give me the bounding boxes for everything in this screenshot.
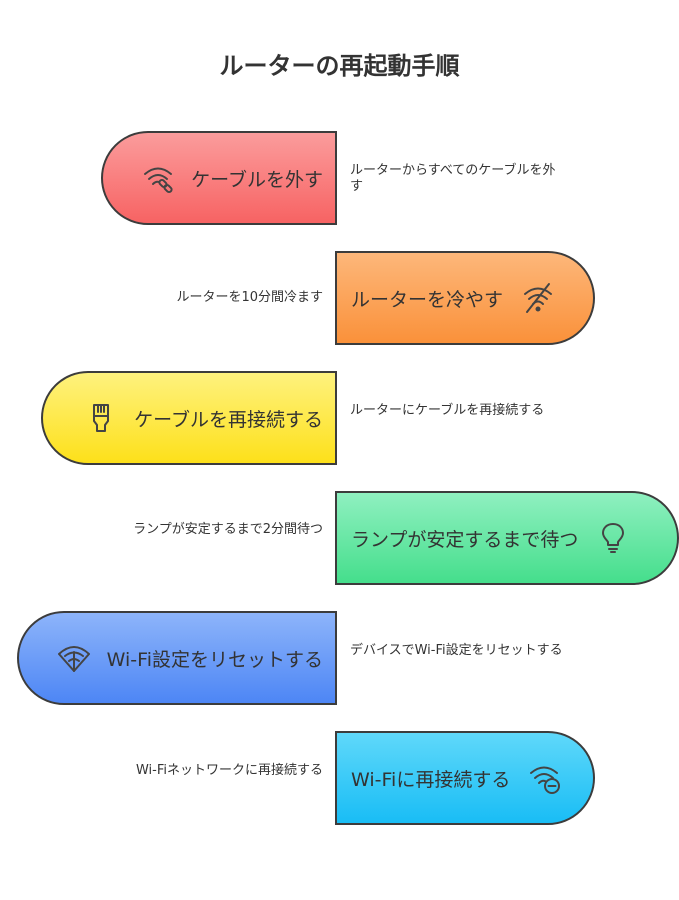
wifi-off-icon	[521, 281, 555, 315]
step-unplug-cables: ケーブルを外す	[101, 131, 337, 225]
step-reset-wifi: Wi-Fi設定をリセットする	[17, 611, 337, 705]
wifi-minus-icon	[528, 761, 562, 795]
step-label: ルーターを冷やす	[351, 288, 504, 311]
step-label: Wi-Fiに再接続する	[351, 768, 511, 791]
step-label: ランプが安定するまで待つ	[351, 528, 579, 551]
step-wait-lights: ランプが安定するまで待つ	[335, 491, 679, 585]
step-description: ランプが安定するまで2分間待つ	[133, 522, 323, 537]
wifi-unlink-icon	[141, 161, 175, 195]
step-label: ケーブルを再接続する	[134, 408, 323, 431]
step-description: Wi-Fiネットワークに再接続する	[135, 763, 323, 778]
step-description: ルーターにケーブルを再接続する	[350, 403, 545, 418]
step-description: ルーターからすべてのケーブルを外す	[350, 163, 556, 194]
step-reconnect-cables: ケーブルを再接続する	[41, 371, 337, 465]
step-reconnect-wifi: Wi-Fiに再接続する	[335, 731, 595, 825]
step-cool-router: ルーターを冷やす	[335, 251, 595, 345]
wifi-router-icon	[57, 641, 91, 675]
step-label: Wi-Fi設定をリセットする	[106, 648, 323, 671]
page-title: ルーターの再起動手順	[219, 52, 460, 80]
step-description: デバイスでWi-Fi設定をリセットする	[350, 643, 563, 658]
step-label: ケーブルを外す	[191, 168, 323, 191]
ethernet-plug-icon	[84, 401, 118, 435]
lightbulb-icon	[596, 521, 630, 555]
step-description: ルーターを10分間冷ます	[176, 290, 323, 305]
